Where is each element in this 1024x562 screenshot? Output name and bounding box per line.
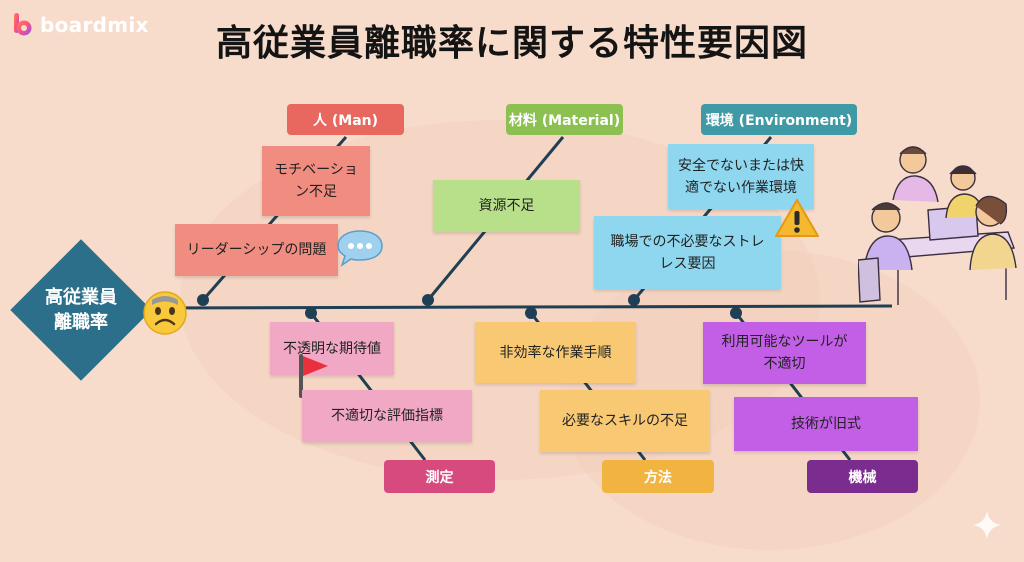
cause-card-env-unsafe[interactable]: 安全でないまたは快 適でない作業環境	[668, 144, 814, 209]
cause-card-material-resources[interactable]: 資源不足	[433, 180, 580, 232]
speech-bubble-icon	[337, 230, 383, 267]
problem-head-label: 高従業員 離職率	[45, 287, 117, 333]
category-method[interactable]: 方法	[602, 460, 714, 493]
cause-card-method-inefficient[interactable]: 非効率な作業手順	[475, 322, 636, 383]
cause-card-machine-outdated[interactable]: 技術が旧式	[734, 397, 918, 451]
category-man[interactable]: 人 (Man)	[287, 104, 404, 135]
category-measurement[interactable]: 測定	[384, 460, 495, 493]
brand-name: boardmix	[40, 13, 149, 37]
cause-card-method-skills[interactable]: 必要なスキルの不足	[540, 390, 710, 452]
spine-node	[305, 307, 317, 319]
spine-node	[525, 307, 537, 319]
category-material[interactable]: 材料 (Material)	[506, 104, 623, 135]
cause-card-meas-expectations[interactable]: 不透明な期待値	[270, 322, 394, 375]
sparkle-icon	[973, 511, 1001, 539]
spine-line	[149, 304, 893, 310]
cause-card-meas-metrics[interactable]: 不適切な評価指標	[302, 390, 472, 442]
worried-face-icon	[143, 291, 187, 335]
page-title: 高従業員離職率に関する特性要因図	[215, 23, 808, 64]
spine-node	[197, 294, 209, 306]
cause-card-man-leadership[interactable]: リーダーシップの問題	[175, 224, 338, 276]
category-machine[interactable]: 機械	[807, 460, 918, 493]
team-meeting-illustration	[858, 146, 1017, 305]
cause-card-man-motivation[interactable]: モチベーショ ン不足	[262, 146, 370, 216]
problem-head[interactable]: 高従業員 離職率	[10, 239, 152, 381]
spine-node	[730, 307, 742, 319]
red-flag-icon	[299, 354, 328, 398]
boardmix-logo-icon	[14, 13, 32, 36]
spine-node	[422, 294, 434, 306]
cause-card-machine-tools[interactable]: 利用可能なツールが 不適切	[703, 322, 866, 384]
category-environment[interactable]: 環境 (Environment)	[701, 104, 857, 135]
warning-icon	[775, 199, 819, 237]
boardmix-logo: boardmix	[12, 10, 149, 40]
cause-card-env-stress[interactable]: 職場での不必要なストレ レス要因	[594, 216, 781, 289]
spine-node	[628, 294, 640, 306]
